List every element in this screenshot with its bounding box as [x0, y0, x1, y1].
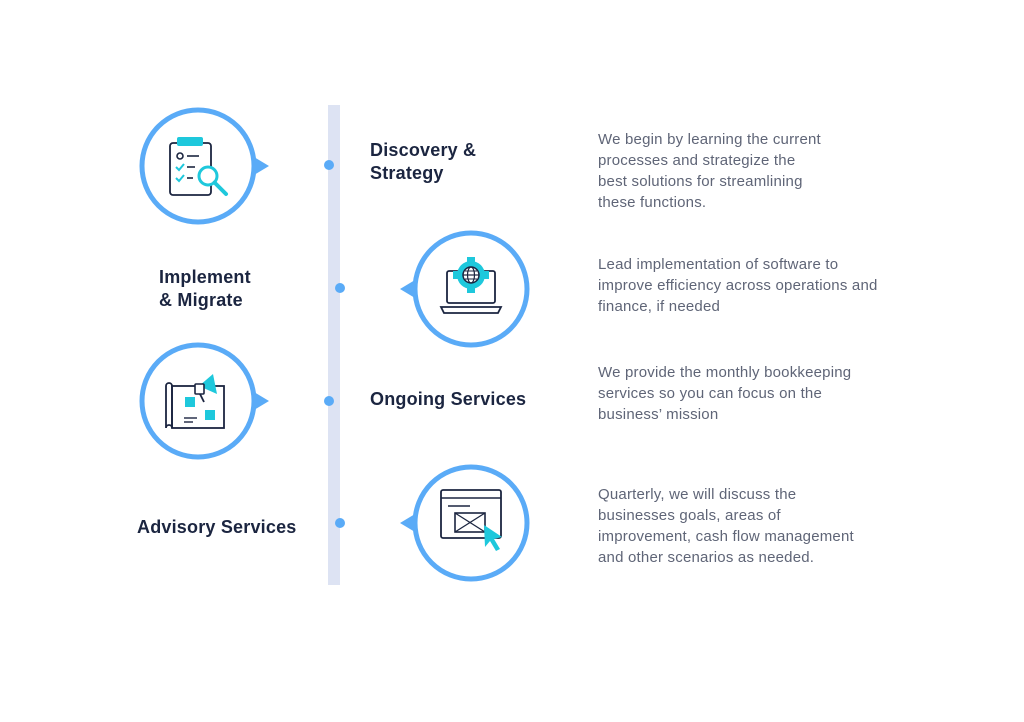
step-2-badge: [400, 229, 530, 349]
browser-window-cursor-icon: [440, 489, 502, 551]
timeline-bar: [328, 105, 340, 585]
step-title: Advisory Services: [137, 517, 297, 537]
step-title: Implement & Migrate: [159, 267, 251, 310]
step-title: Ongoing Services: [370, 389, 527, 409]
checklist-magnifier-icon: [169, 137, 228, 196]
step-1-badge: [139, 107, 269, 227]
timeline-dot: [324, 396, 334, 406]
step-description: We provide the monthly bookkeeping servi…: [598, 364, 852, 423]
timeline-dot: [335, 283, 345, 293]
step-3-badge: [137, 342, 269, 462]
timeline-dot: [324, 160, 334, 170]
step-description: Quarterly, we will discuss the businesse…: [598, 486, 854, 566]
step-4-badge: [400, 463, 530, 583]
step-description: Lead implementation of software to impro…: [598, 256, 878, 315]
step-description: We begin by learning the current process…: [598, 131, 821, 211]
timeline-dot: [335, 518, 345, 528]
blueprint-megaphone-icon: [165, 374, 225, 429]
laptop-gear-globe-icon: [439, 257, 503, 314]
step-title: Discovery & Strategy: [370, 140, 477, 183]
